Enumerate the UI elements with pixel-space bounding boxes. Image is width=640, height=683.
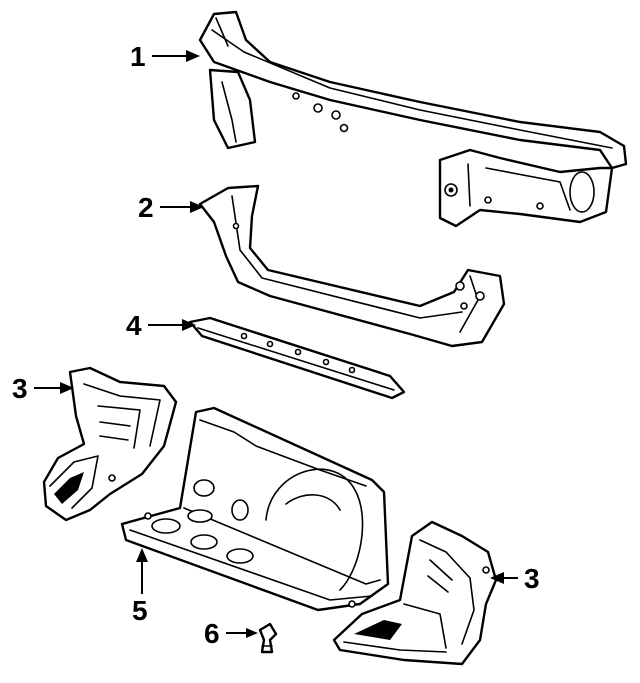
callout-6: 6: [204, 618, 220, 649]
radiator-support[interactable]: [198, 10, 628, 228]
right-air-deflector[interactable]: [332, 520, 498, 666]
callout-3-right: 3: [524, 563, 540, 594]
lower-tie-bar[interactable]: [198, 184, 506, 348]
callout-4: 4: [126, 310, 142, 341]
callout-leaders: [34, 50, 518, 638]
callout-labels: 1 2 4 3 5 3 6: [12, 41, 540, 649]
callout-5: 5: [132, 595, 148, 626]
callout-1: 1: [130, 41, 146, 72]
left-air-deflector[interactable]: [42, 366, 178, 522]
retainer-clip[interactable]: [258, 622, 278, 654]
upper-baffle[interactable]: [188, 316, 406, 400]
splash-shield[interactable]: [120, 406, 390, 612]
callout-3-left: 3: [12, 373, 28, 404]
callout-2: 2: [138, 192, 154, 223]
